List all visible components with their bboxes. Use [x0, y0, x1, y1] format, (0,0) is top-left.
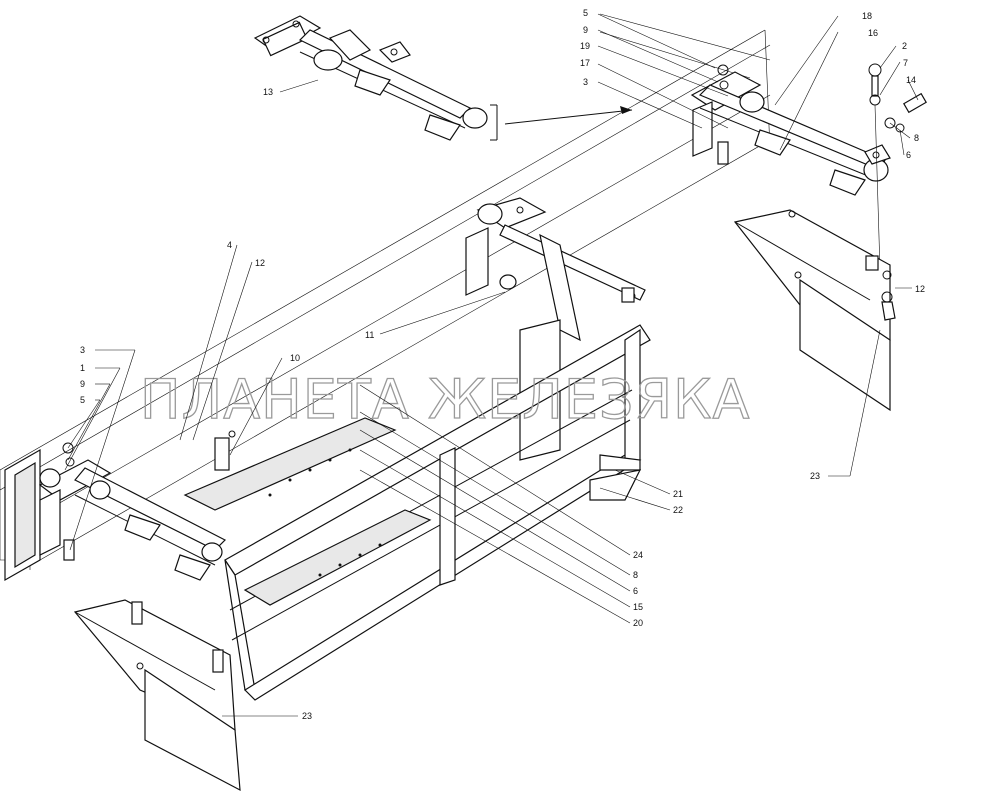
- callout-23-bottom: 23: [302, 711, 312, 721]
- callout-4: 4: [227, 240, 232, 250]
- upper-right-bracket-assembly: [690, 63, 927, 271]
- callout-5-top: 5: [583, 8, 588, 18]
- upper-bracket-assembly: [253, 15, 633, 141]
- callout-14: 14: [906, 75, 916, 85]
- leader-lines: [64, 13, 919, 717]
- callout-8-bottom: 8: [633, 570, 638, 580]
- callout-12-mid: 12: [255, 258, 265, 268]
- callout-20: 20: [633, 618, 643, 628]
- watermark: ПЛАНЕТА ЖЕЛЕЗЯКА: [140, 368, 750, 431]
- callout-22: 22: [673, 505, 683, 515]
- callout-5-left: 5: [80, 395, 85, 405]
- callout-16: 16: [868, 28, 878, 38]
- callout-10: 10: [290, 353, 300, 363]
- callout-21: 21: [673, 489, 683, 499]
- callout-19: 19: [580, 41, 590, 51]
- chassis-frame-member: [4, 448, 41, 582]
- callout-8-right: 8: [914, 133, 919, 143]
- callout-12-right: 12: [915, 284, 925, 294]
- mudguard-left: [73, 599, 241, 792]
- callout-15: 15: [633, 602, 643, 612]
- callout-9-left: 9: [80, 379, 85, 389]
- callout-18: 18: [862, 11, 872, 21]
- callout-7: 7: [903, 58, 908, 68]
- callout-9-top: 9: [583, 25, 588, 35]
- callout-3-top: 3: [583, 77, 588, 87]
- callout-1: 1: [80, 363, 85, 373]
- callout-3-left: 3: [80, 345, 85, 355]
- callout-17: 17: [580, 58, 590, 68]
- step-plate-perforations: [268, 448, 382, 577]
- step-assembly: [183, 197, 651, 701]
- mudguard-right: [733, 209, 896, 412]
- callout-6-bottom: 6: [633, 586, 638, 596]
- callout-23-right: 23: [810, 471, 820, 481]
- callout-6-right: 6: [906, 150, 911, 160]
- callout-13: 13: [263, 87, 273, 97]
- callout-11: 11: [365, 330, 374, 340]
- callout-24: 24: [633, 550, 643, 560]
- callout-labels: 13 5 9 19 17 3 18 16 2 7 14 8 6 12 4 12 …: [80, 8, 925, 721]
- callout-2: 2: [902, 41, 907, 51]
- left-bracket-assembly: [38, 442, 227, 581]
